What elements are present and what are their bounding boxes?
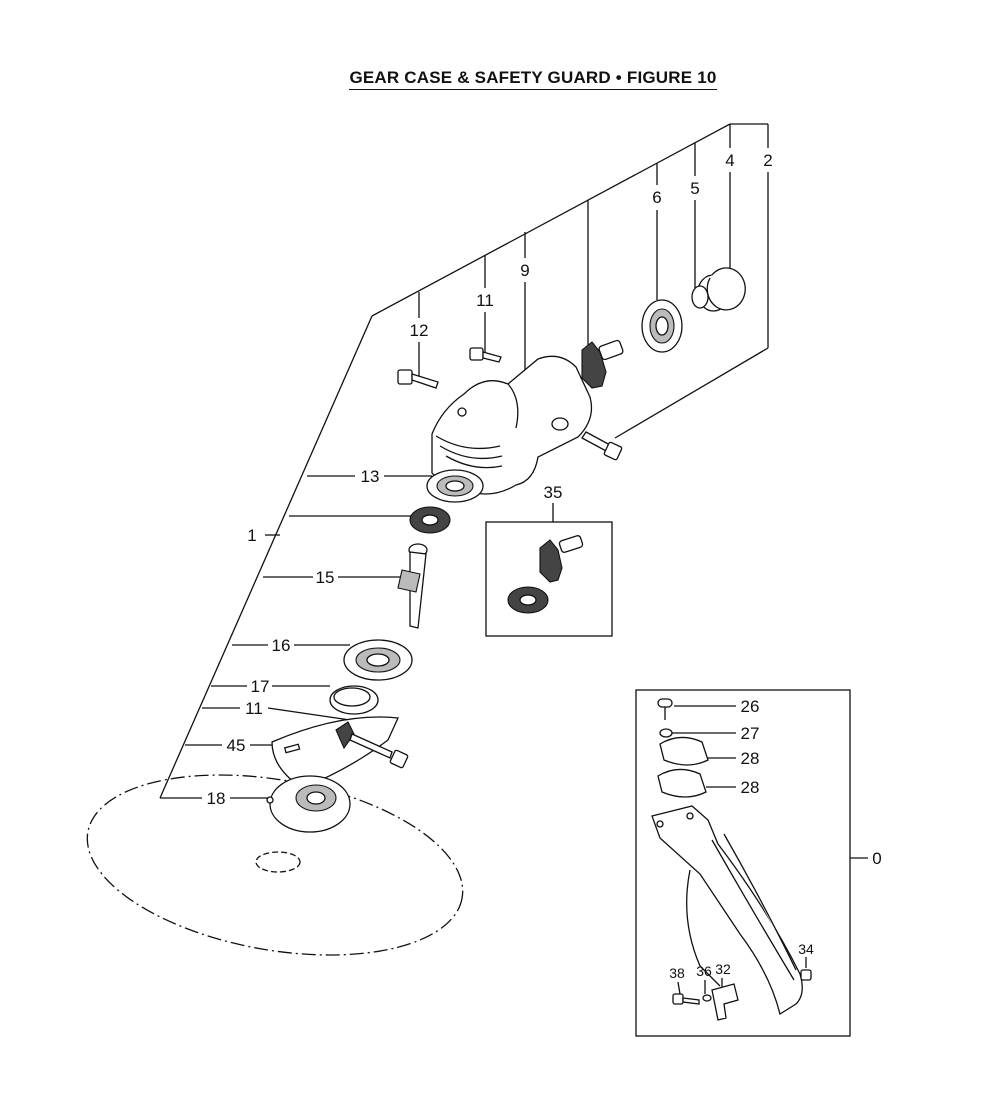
callout-2: 2 [763,151,772,170]
callout-13: 13 [361,467,380,486]
callout-34: 34 [798,941,814,957]
clamp-bolt [581,431,623,461]
callout-1: 1 [247,526,256,545]
callout-28-upper: 28 [741,749,760,768]
figure-title: GEAR CASE & SAFETY GUARD • FIGURE 10 [0,68,1000,90]
callout-38: 38 [669,965,685,981]
callout-17: 17 [251,677,270,696]
washer-plate-part-45 [271,716,409,789]
callout-4: 4 [725,151,734,170]
callout-27: 27 [741,724,760,743]
callout-35: 35 [544,483,563,502]
bolt-part-12 [397,369,439,389]
callout-16: 16 [272,636,291,655]
callout-26: 26 [741,697,760,716]
callout-0: 0 [872,849,881,868]
snap-ring-part-17 [329,685,379,715]
callout-18: 18 [207,789,226,808]
blade-disc-outline [86,774,464,956]
callout-32: 32 [715,961,731,977]
bevel-gear [409,506,451,534]
callout-6: 6 [652,188,661,207]
pinion-gear [581,339,624,389]
bearing-part-13 [426,469,484,503]
callout-28-lower: 28 [741,778,760,797]
holder-part-18 [266,775,351,833]
gear-set-box [485,503,613,637]
bearing-part-6 [641,299,683,353]
callout-5: 5 [690,179,699,198]
safety-guard-box [635,689,868,1037]
bolt-part-11 [469,347,502,363]
callout-11-bottom: 11 [245,699,263,718]
leader-lines [159,123,769,799]
output-shaft-part-15 [397,543,428,629]
snap-ring-part-5 [691,285,709,309]
bearing-part-16 [343,639,413,681]
gear-case-housing [431,355,593,495]
callout-45: 45 [227,736,246,755]
callout-9: 9 [520,261,529,280]
figure-title-text: GEAR CASE & SAFETY GUARD • FIGURE 10 [349,68,717,90]
callout-12: 12 [410,321,429,340]
callout-11-top: 11 [476,291,494,310]
callout-15: 15 [316,568,335,587]
callout-labels: 2 4 5 6 9 11 12 13 1 15 16 17 11 45 18 3… [207,151,882,981]
callout-36: 36 [696,963,712,979]
